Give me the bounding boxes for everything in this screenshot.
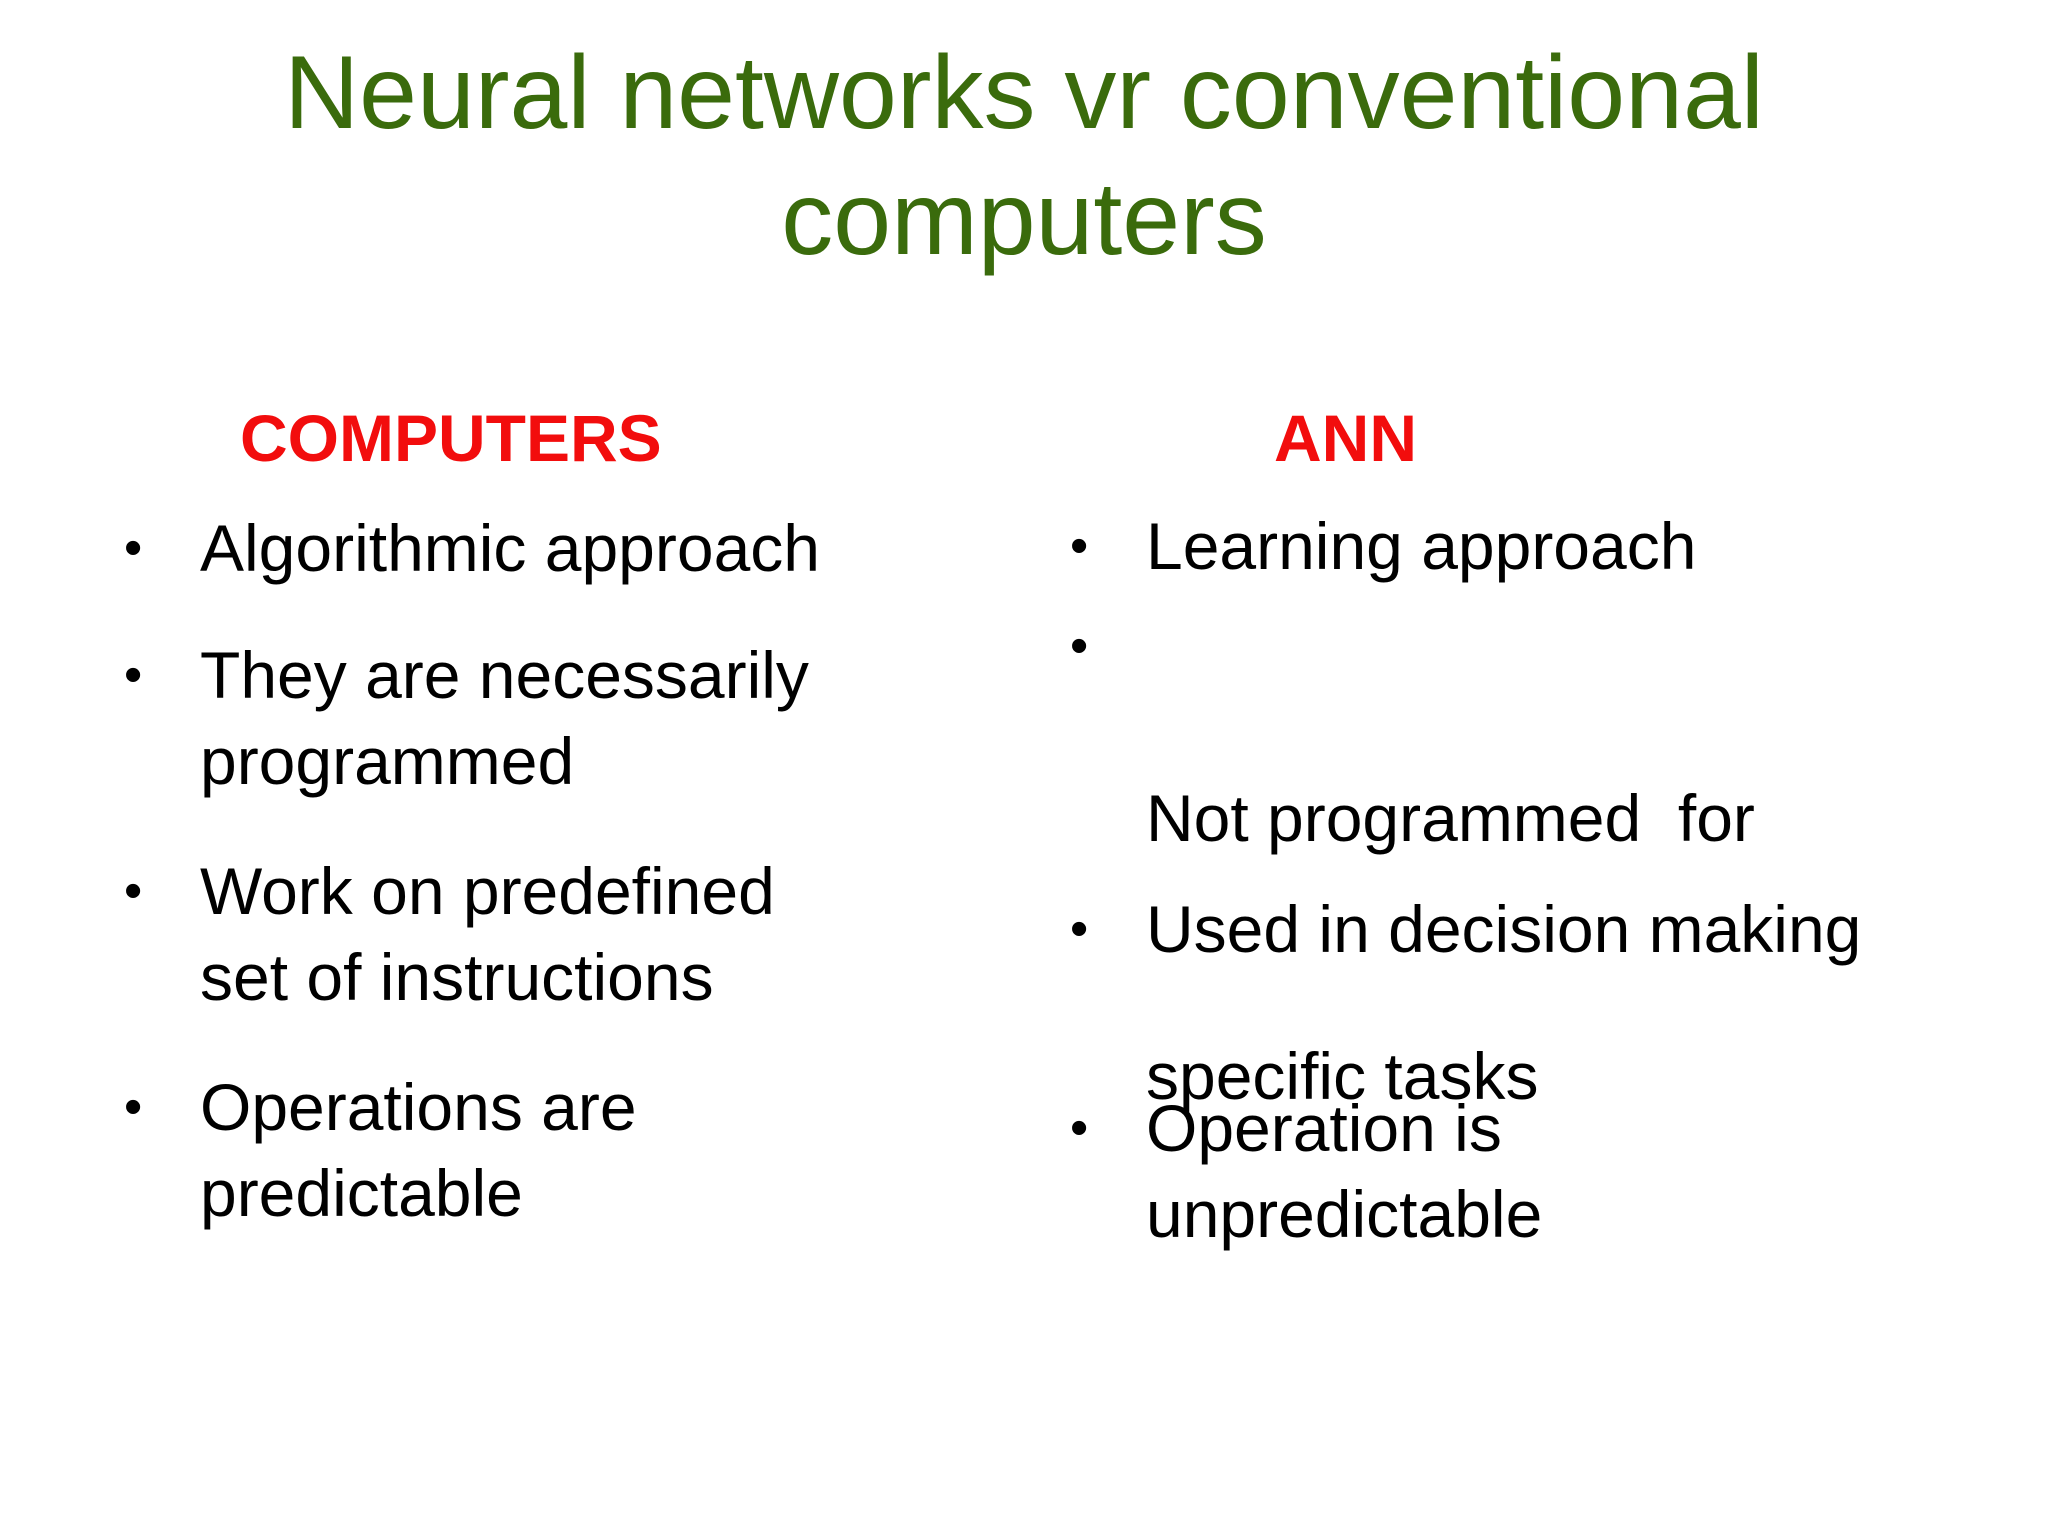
bullet-dot: • <box>1070 617 1089 675</box>
bullet-text: Operation is unpredictable <box>1146 1085 1542 1257</box>
bullet-line: Learning approach <box>1146 509 1697 583</box>
bullet-dot: • <box>124 646 143 704</box>
bullet-line: predictable <box>200 1156 523 1230</box>
bullet-text: Used in decision making <box>1146 886 1861 972</box>
bullet-line: specific tasks <box>1146 1039 1539 1113</box>
bullet-text: They are necessarily programmed <box>200 632 809 804</box>
slide-title-line-1: Neural networks vr conventional <box>284 35 1764 151</box>
bullet-dot: • <box>1070 900 1089 958</box>
bullet-line: programmed <box>200 724 575 798</box>
bullet-line: They are necessarily <box>200 638 809 712</box>
bullet-line: Used in decision making <box>1146 892 1862 966</box>
bullet-line: Work on predefined <box>200 854 775 928</box>
bullet-dot: • <box>1070 1099 1089 1157</box>
bullet-text: Not programmed for specific tasks <box>1146 603 1755 1291</box>
bullet-text: Work on predefined set of instructions <box>200 848 775 1020</box>
bullet-text: Algorithmic approach <box>200 505 820 591</box>
slide-title: Neural networks vr conventional computer… <box>0 30 2048 282</box>
bullet-dot: • <box>1070 517 1089 575</box>
ann-heading: ANN <box>1274 401 1417 475</box>
bullet-dot: • <box>124 1078 143 1136</box>
computers-heading: COMPUTERS <box>240 401 662 475</box>
bullet-dot: • <box>124 862 143 920</box>
bullet-dot: • <box>124 519 143 577</box>
bullet-line: Operation is <box>1146 1091 1502 1165</box>
bullet-line: set of instructions <box>200 940 714 1014</box>
bullet-line: Not programmed for <box>1146 781 1755 855</box>
bullet-text: Operations are predictable <box>200 1064 637 1236</box>
bullet-line: Operations are <box>200 1070 637 1144</box>
bullet-text: Learning approach <box>1146 503 1696 589</box>
slide-title-line-2: computers <box>781 161 1267 277</box>
bullet-line: Algorithmic approach <box>200 511 820 585</box>
bullet-line: unpredictable <box>1146 1177 1543 1251</box>
